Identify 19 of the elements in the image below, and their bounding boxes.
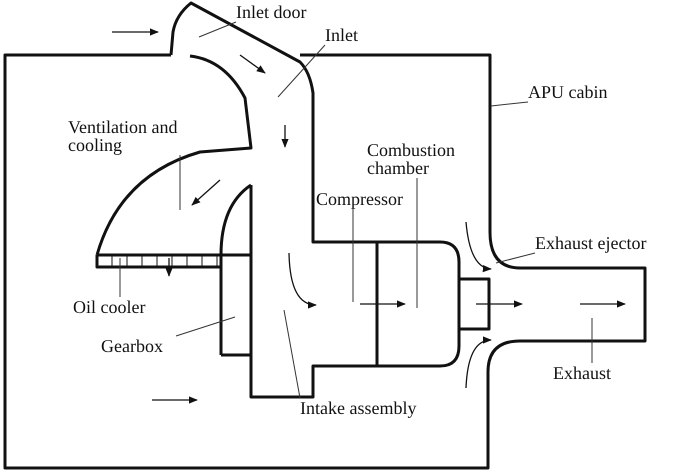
part-label: Combustion chamber (367, 141, 456, 177)
part-label: APU cabin (528, 83, 608, 101)
leader-line (352, 208, 354, 302)
part-label: Compressor (316, 190, 404, 208)
part-label: Gearbox (101, 337, 164, 355)
part-label: Exhaust ejector (535, 234, 648, 252)
part-label: Exhaust (553, 364, 612, 382)
part-label: Ventilation and cooling (68, 118, 178, 154)
leader-line (284, 310, 300, 398)
part-label: Inlet door (236, 3, 308, 21)
part-label: Intake assembly (300, 399, 418, 417)
leader-line (198, 22, 236, 38)
leader-line (490, 102, 528, 106)
part-label: Oil cooler (73, 298, 146, 316)
leader-line (176, 316, 236, 336)
leader-line (496, 252, 536, 264)
part-label: Inlet (325, 26, 359, 44)
leader-line (278, 44, 326, 98)
leader-line (416, 178, 418, 308)
